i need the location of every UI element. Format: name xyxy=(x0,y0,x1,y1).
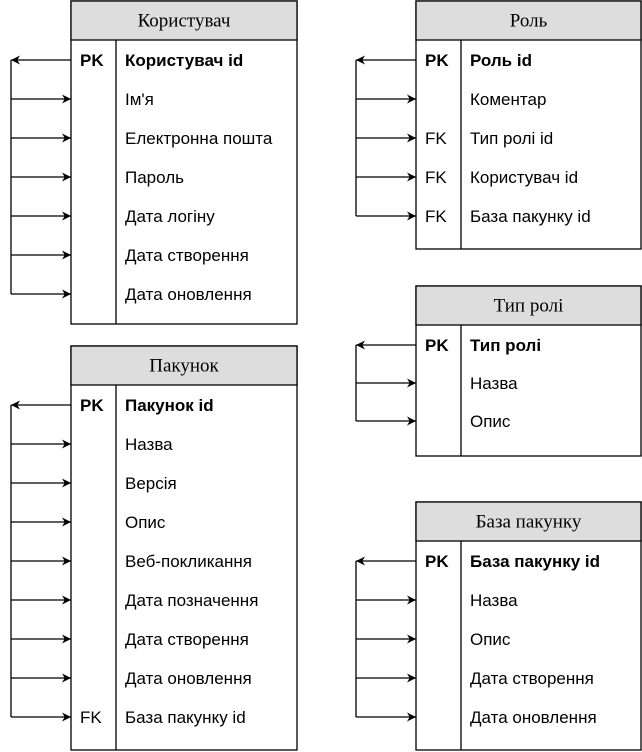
table-row: Версія xyxy=(11,474,177,493)
table-row: Дата позначення xyxy=(11,591,258,610)
field-name: База пакунку id xyxy=(470,552,600,571)
table-box xyxy=(415,0,642,250)
field-name: Назва xyxy=(470,591,518,610)
field-name: Користувач id xyxy=(125,51,243,70)
table-row: Назва xyxy=(356,591,518,610)
table-row: Веб-покликання xyxy=(11,552,252,571)
primary-key-label: PK xyxy=(425,552,449,571)
table-row: PK Пакунок id xyxy=(11,396,214,415)
table-row: Ім'я xyxy=(11,90,154,109)
field-name: Дата логіну xyxy=(125,207,215,226)
table-title: Роль xyxy=(510,11,548,32)
field-name: Дата створення xyxy=(470,669,594,688)
field-name: Пароль xyxy=(125,168,184,187)
table-box xyxy=(70,345,298,751)
field-name: Версія xyxy=(125,474,177,493)
field-name: Дата створення xyxy=(125,630,249,649)
primary-key-label: PK xyxy=(425,51,449,70)
table-title: Пакунок xyxy=(149,356,219,377)
table-row: Опис xyxy=(356,630,511,649)
table-header xyxy=(415,0,642,41)
foreign-key-label: FK xyxy=(425,207,447,226)
table-row: Опис xyxy=(356,412,511,431)
table-row: FK База пакунку id xyxy=(11,708,246,727)
primary-key-label: PK xyxy=(80,51,104,70)
table-title: Тип ролі xyxy=(494,296,564,317)
field-name: Опис xyxy=(470,412,511,431)
field-name: Тип ролі id xyxy=(470,129,553,148)
table-row: PK База пакунку id xyxy=(356,552,600,571)
table-row: Коментар xyxy=(356,90,546,109)
field-name: Опис xyxy=(470,630,511,649)
table-row: Дата оновлення xyxy=(11,285,252,304)
field-name: Ім'я xyxy=(125,90,154,109)
field-name: База пакунку id xyxy=(470,207,591,226)
table-row: Дата логіну xyxy=(11,207,215,226)
table-box xyxy=(70,0,298,325)
table-row: Дата створення xyxy=(356,669,594,688)
table-title: База пакунку xyxy=(476,512,582,533)
field-name: Дата оновлення xyxy=(125,285,252,304)
field-name: Пакунок id xyxy=(125,396,214,415)
table-row: FK Тип ролі id xyxy=(356,129,553,148)
table-row: PK Роль id xyxy=(356,51,532,70)
table-header xyxy=(70,0,298,41)
table-row: Назва xyxy=(11,435,173,454)
primary-key-label: PK xyxy=(80,396,104,415)
foreign-key-label: FK xyxy=(425,129,447,148)
field-name: Користувач id xyxy=(470,168,578,187)
table-header xyxy=(415,501,642,542)
table-header xyxy=(415,285,642,326)
field-name: Коментар xyxy=(470,90,546,109)
table-title: Користувач xyxy=(138,11,231,32)
table-row: Пароль xyxy=(11,168,184,187)
field-name: Дата позначення xyxy=(125,591,258,610)
field-name: Дата створення xyxy=(125,246,249,265)
field-name: Роль id xyxy=(470,51,532,70)
field-name: Назва xyxy=(125,435,173,454)
field-name: Дата оновлення xyxy=(470,708,597,727)
field-name: Електронна пошта xyxy=(125,129,273,148)
field-name: Дата оновлення xyxy=(125,669,252,688)
field-name: Опис xyxy=(125,513,166,532)
table-row: PK Користувач id xyxy=(11,51,243,70)
table-row: Назва xyxy=(356,374,518,393)
table-row: Дата оновлення xyxy=(356,708,597,727)
field-name: Тип ролі xyxy=(470,336,541,355)
foreign-key-label: FK xyxy=(425,168,447,187)
table-row: Дата створення xyxy=(11,630,249,649)
table-row: Дата оновлення xyxy=(11,669,252,688)
table-row: FK База пакунку id xyxy=(356,207,591,226)
table-box xyxy=(415,501,642,751)
field-name: Веб-покликання xyxy=(125,552,252,571)
table-row: Дата створення xyxy=(11,246,249,265)
table-row: PK Тип ролі xyxy=(356,336,541,355)
table-header xyxy=(70,345,298,386)
table-row: Електронна пошта xyxy=(11,129,273,148)
field-name: База пакунку id xyxy=(125,708,246,727)
primary-key-label: PK xyxy=(425,336,449,355)
foreign-key-label: FK xyxy=(80,708,102,727)
table-row: FK Користувач id xyxy=(356,168,578,187)
table-row: Опис xyxy=(11,513,166,532)
field-name: Назва xyxy=(470,374,518,393)
